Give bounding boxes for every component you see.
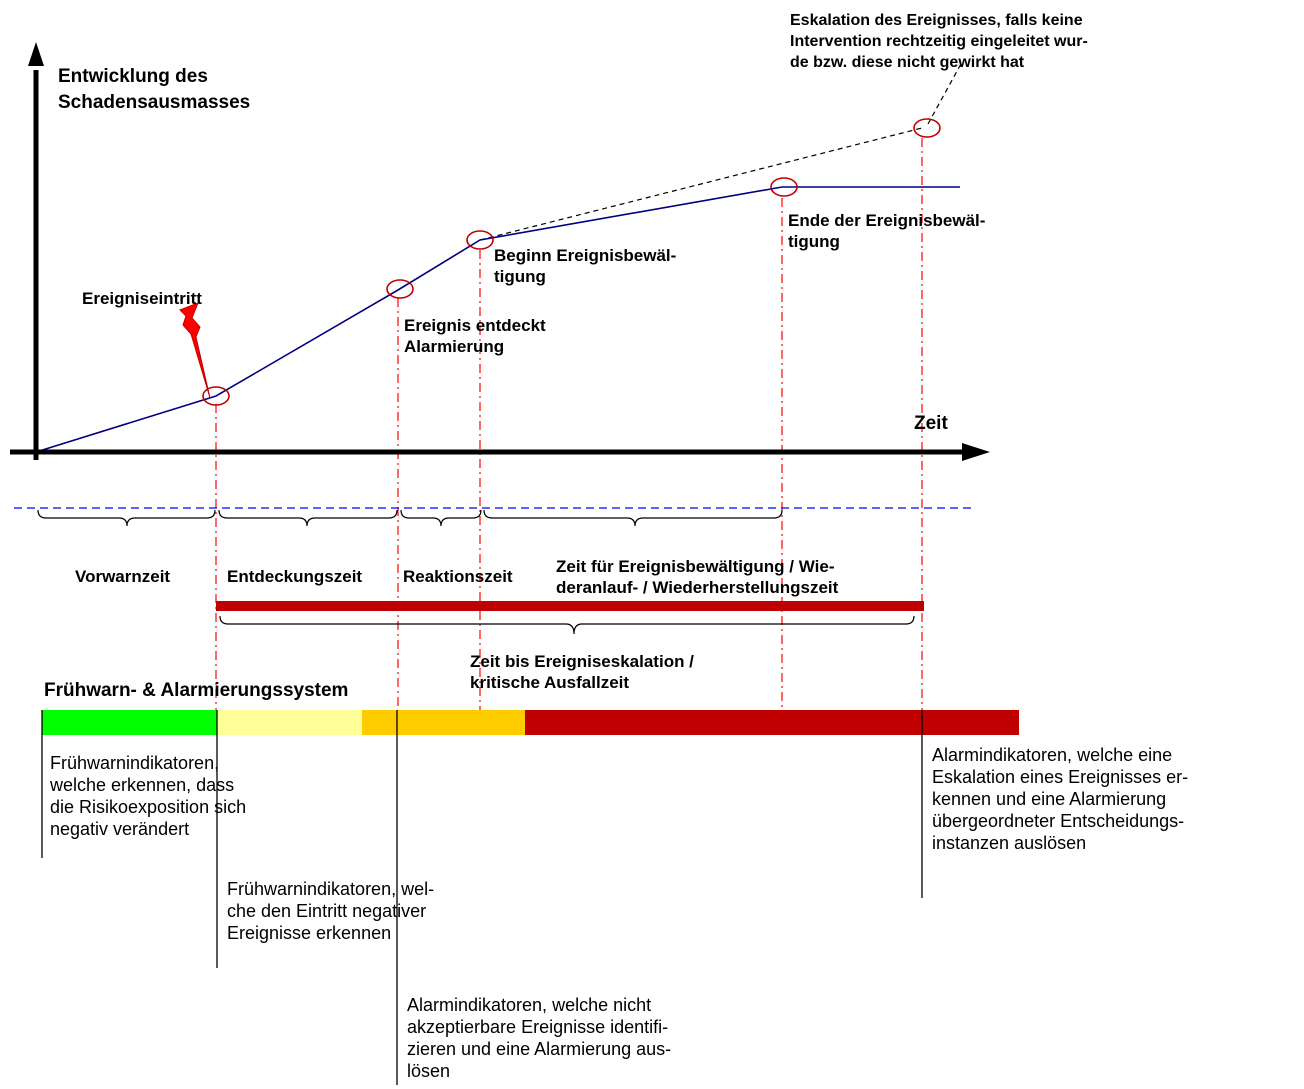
phase-detection-time: Entdeckungszeit <box>227 567 363 586</box>
damage-curve <box>35 186 960 453</box>
marker-begin-handling <box>466 230 494 250</box>
x-axis-label: Zeit <box>914 413 948 434</box>
indicator-alarm-escalation: Alarmindikatoren, welche eine Eskalation… <box>932 745 1189 853</box>
label-escalation: Eskalation des Ereignisses, falls keine … <box>790 12 1088 71</box>
critical-time-bar <box>216 601 924 611</box>
bar-segment-green <box>42 710 217 735</box>
brace-escalation-time <box>219 615 915 635</box>
milestone-markers <box>202 118 941 406</box>
marker-event-occurrence <box>202 386 230 406</box>
label-event-occurrence: Ereigniseintritt <box>82 289 202 308</box>
marker-escalation <box>913 118 941 138</box>
brace-warning-time <box>37 509 216 527</box>
escalation-callout-line <box>927 61 963 125</box>
warning-system-title: Frühwarn- & Alarmierungssystem <box>44 680 349 701</box>
brace-handling-time <box>483 509 783 527</box>
warning-system-bar <box>42 710 1019 735</box>
marker-end-handling <box>770 177 798 197</box>
indicator-connectors <box>41 710 923 1085</box>
indicator-early-warning-events: Frühwarnindikatoren, wel- che den Eintri… <box>227 879 435 943</box>
label-begin-handling: Beginn Ereignisbewäl- tigung <box>494 246 677 286</box>
bar-segment-dark-red <box>525 710 1019 735</box>
bar-segment-orange <box>362 710 525 735</box>
escalation-projection-line <box>479 127 923 241</box>
indicator-alarm-unacceptable: Alarmindikatoren, welche nicht akzeptier… <box>407 995 672 1081</box>
y-axis-label: Entwicklung des Schadensausmasses <box>58 66 251 113</box>
lightning-icon <box>179 302 211 399</box>
brace-detection-time <box>218 509 398 527</box>
phase-braces <box>37 509 915 635</box>
y-axis-arrowhead <box>28 42 44 66</box>
brace-reaction-time <box>400 509 482 527</box>
bar-segment-light-yellow <box>217 710 362 735</box>
phase-warning-time: Vorwarnzeit <box>75 567 171 586</box>
indicator-early-warning-exposure: Frühwarnindikatoren, welche erkennen, da… <box>50 753 247 839</box>
label-end-handling: Ende der Ereignisbewäl- tigung <box>788 211 986 251</box>
x-axis-arrowhead <box>962 443 990 461</box>
marker-event-detected <box>386 279 414 299</box>
phase-handling-time: Zeit für Ereignisbewältigung / Wie- dera… <box>556 557 839 597</box>
phase-reaction-time: Reaktionszeit <box>403 567 513 586</box>
phase-escalation-time: Zeit bis Ereigniseskalation / kritische … <box>470 652 694 692</box>
label-event-detected: Ereignis entdeckt Alarmierung <box>404 316 546 356</box>
